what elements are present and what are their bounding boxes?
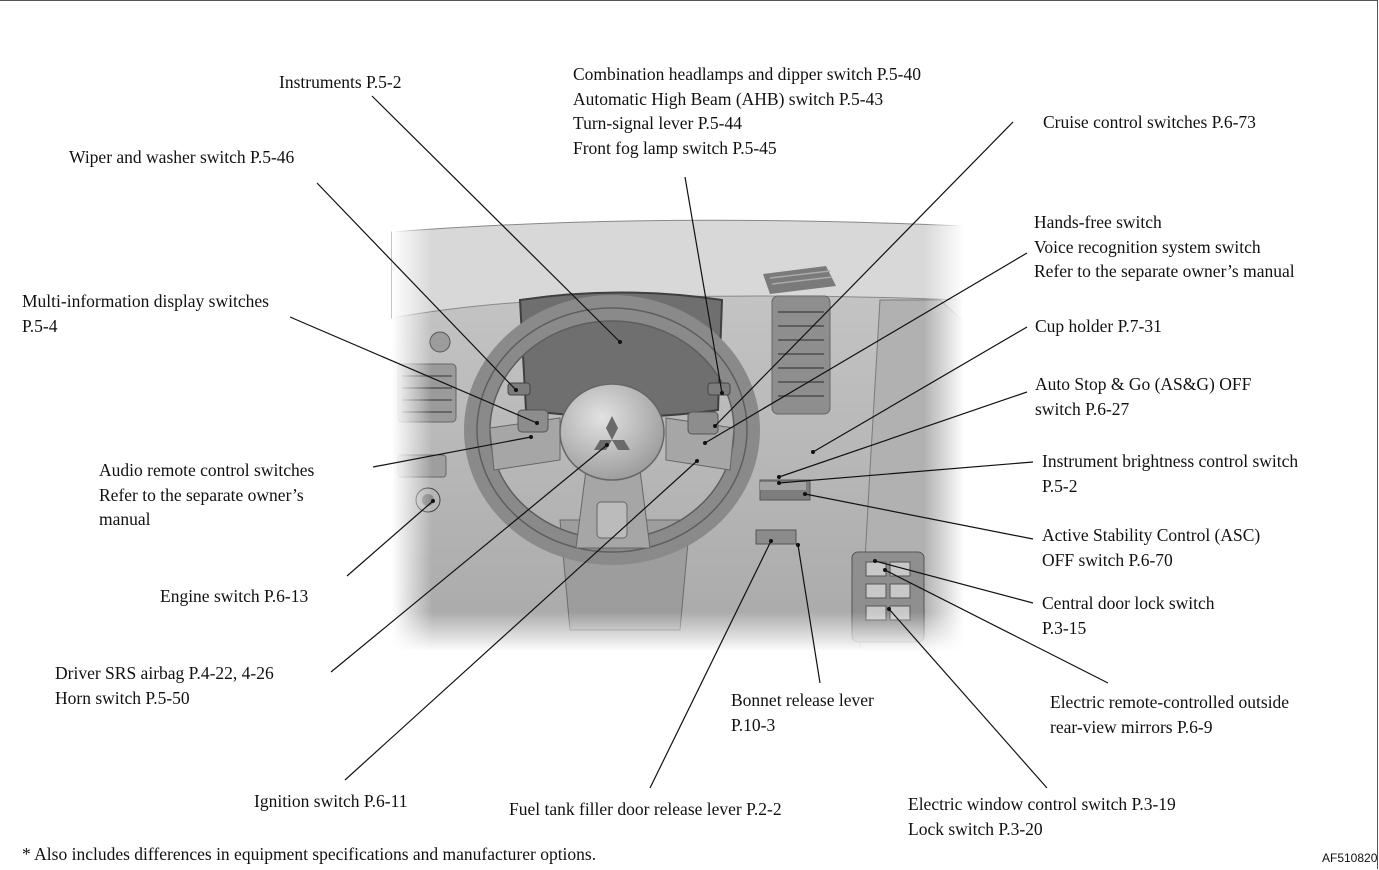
label-line: Central door lock switch [1042,593,1215,613]
label-line: Refer to the separate owner’s [99,484,304,505]
label-line: Ignition switch P.6-11 [254,791,408,811]
label-engine-switch: Engine switch P.6-13 [160,584,308,609]
label-line: Voice recognition system switch [1034,236,1261,257]
leader-audio-remote [372,436,532,468]
leader-lines [289,95,1109,789]
leader-cruise [714,121,1014,427]
label-instruments: Instruments P.5-2 [279,70,402,95]
leader-headlamps [684,176,723,394]
label-line: Active Stability Control (ASC) [1042,525,1261,545]
leader-window [888,608,1048,789]
leader-airbag [330,444,608,673]
label-line: Automatic High Beam (AHB) switch P.5-43 [573,88,884,109]
label-line: Driver SRS airbag P.4-22, 4-26 [55,663,274,683]
label-line: OFF switch P.6-70 [1042,549,1173,570]
label-line: Cup holder P.7-31 [1035,316,1162,336]
label-line: Turn-signal lever P.5-44 [573,113,743,133]
label-bonnet: Bonnet release lever P.10-3 [731,688,874,737]
leader-auto-stop [778,391,1028,478]
leader-cup-holder [812,326,1028,453]
label-line: Refer to the separate owner’s manual [1034,261,1295,281]
label-line: Auto Stop & Go (AS&G) OFF [1035,374,1252,394]
label-line: Instrument brightness control switch [1042,451,1299,471]
footnote: * Also includes differences in equipment… [22,844,597,864]
label-mirrors: Electric remote-controlled outside rear-… [1050,690,1289,739]
leader-ignition [344,460,698,781]
leader-engine [346,500,434,577]
leader-central-lock [874,560,1034,604]
label-asc: Active Stability Control (ASC) OFF switc… [1042,523,1260,572]
label-line: P.3-15 [1042,617,1087,638]
label-line: Audio remote control switches [99,460,315,480]
leader-brightness [778,461,1034,484]
leader-fuel [649,540,772,789]
leader-wiper [316,182,517,391]
label-line: Electric window control switch P.3-19 [908,794,1176,814]
label-ignition: Ignition switch P.6-11 [254,789,407,814]
label-line: P.5-2 [1042,475,1078,496]
leader-asc [804,493,1034,540]
label-line: P.10-3 [731,714,776,735]
label-line: Instruments P.5-2 [279,72,402,92]
label-line: Fuel tank filler door release lever P.2-… [509,799,782,819]
leader-handsfree [704,252,1028,444]
label-line: Engine switch P.6-13 [160,586,309,606]
leader-instruments [371,95,621,343]
label-airbag: Driver SRS airbag P.4-22, 4-26 Horn swit… [55,661,274,710]
label-multi-info: Multi-information display switches P.5-4 [22,289,269,338]
label-cup-holder: Cup holder P.7-31 [1035,314,1162,339]
dashboard-drawing [391,219,964,652]
label-wiper: Wiper and washer switch P.5-46 [69,145,294,170]
label-line: Electric remote-controlled outside [1050,692,1290,712]
label-line: Cruise control switches P.6-73 [1043,112,1256,132]
label-auto-stop: Auto Stop & Go (AS&G) OFF switch P.6-27 [1035,372,1251,421]
label-headlamps: Combination headlamps and dipper switch … [573,62,921,160]
label-line: switch P.6-27 [1035,398,1130,419]
label-audio-remote: Audio remote control switches Refer to t… [99,458,314,532]
leader-dots [431,340,891,611]
label-fuel-door: Fuel tank filler door release lever P.2-… [509,797,782,822]
label-line: Lock switch P.3-20 [908,818,1043,839]
label-line: Combination headlamps and dipper switch … [573,64,922,84]
label-window: Electric window control switch P.3-19 Lo… [908,792,1176,841]
label-brightness: Instrument brightness control switch P.5… [1042,449,1298,498]
label-line: Horn switch P.5-50 [55,687,190,708]
label-handsfree: Hands-free switch Voice recognition syst… [1034,210,1295,284]
label-line: P.5-4 [22,315,58,336]
label-central-lock: Central door lock switch P.3-15 [1042,591,1215,640]
figure-code: AF510820 [1322,851,1378,865]
label-line: Front fog lamp switch P.5-45 [573,137,777,158]
label-line: Hands-free switch [1034,212,1162,232]
leader-bonnet [797,544,821,684]
label-line: Bonnet release lever [731,690,874,710]
label-line: Multi-information display switches [22,291,269,311]
leader-multi-info [289,316,538,424]
label-line: rear-view mirrors P.6-9 [1050,716,1213,737]
label-line: manual [99,509,151,529]
leader-mirrors [884,569,1109,684]
label-cruise: Cruise control switches P.6-73 [1043,110,1256,135]
label-line: Wiper and washer switch P.5-46 [69,147,295,167]
